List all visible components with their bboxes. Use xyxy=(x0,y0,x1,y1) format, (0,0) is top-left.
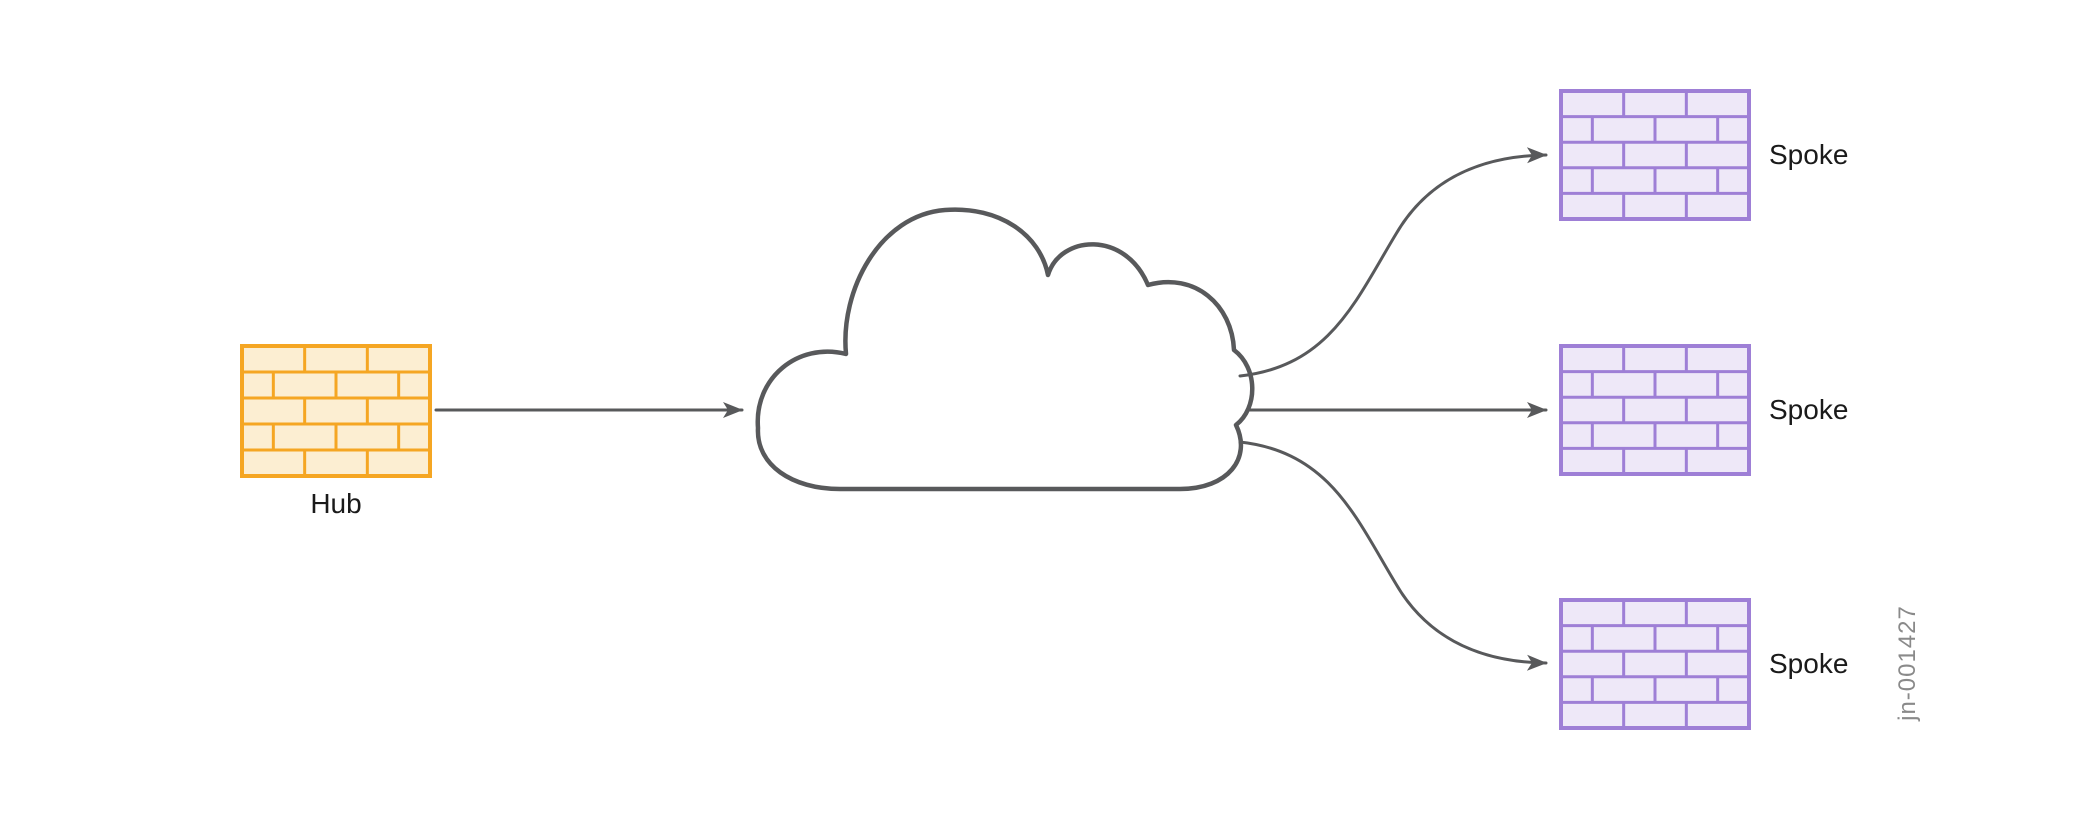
hub-firewall-icon xyxy=(240,344,432,478)
spoke-firewall-icon-2 xyxy=(1559,344,1751,476)
spoke-label-2: Spoke xyxy=(1769,394,1849,425)
spoke-label-3: Spoke xyxy=(1769,648,1849,679)
hub-label: Hub xyxy=(310,488,362,519)
spoke-label-1: Spoke xyxy=(1769,139,1849,170)
arrow-cloud-to-spoke-1 xyxy=(1238,147,1548,378)
cloud-icon xyxy=(755,207,1255,492)
spoke-firewall-icon-3 xyxy=(1559,598,1751,730)
spoke-firewall-icon-1 xyxy=(1559,89,1751,221)
arrow-cloud-to-spoke-3 xyxy=(1238,440,1548,671)
figure-id: jn-001427 xyxy=(1894,605,1921,721)
